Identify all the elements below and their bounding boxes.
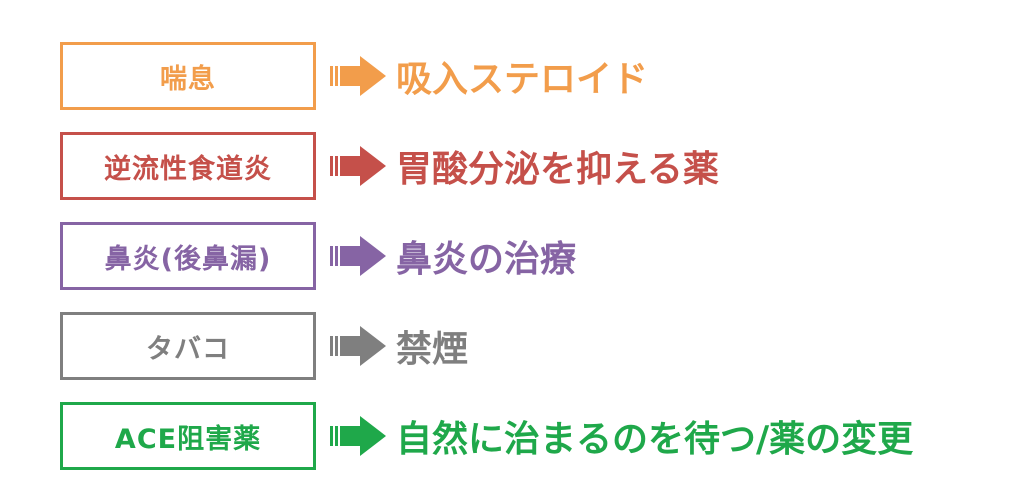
cause-label: タバコ bbox=[146, 333, 230, 365]
row-tobacco: タバコ 禁煙 bbox=[0, 312, 1024, 380]
treatment-label: 吸入ステロイド bbox=[396, 59, 649, 100]
right-arrow-icon bbox=[330, 56, 386, 96]
cause-label: 鼻炎(後鼻漏) bbox=[104, 243, 272, 275]
cause-label: ACE阻害薬 bbox=[114, 423, 262, 455]
right-arrow-icon bbox=[330, 146, 386, 186]
row-asthma: 喘息 吸入ステロイド bbox=[0, 42, 1024, 110]
cause-box-asthma: 喘息 bbox=[60, 42, 316, 110]
treatment-label: 自然に治まるのを待つ/薬の変更 bbox=[396, 419, 914, 460]
row-reflux-esophagitis: 逆流性食道炎 胃酸分泌を抑える薬 bbox=[0, 132, 1024, 200]
cause-box-rhinitis: 鼻炎(後鼻漏) bbox=[60, 222, 316, 290]
cause-box-tobacco: タバコ bbox=[60, 312, 316, 380]
cause-box-ace-inhibitor: ACE阻害薬 bbox=[60, 402, 316, 470]
right-arrow-icon bbox=[330, 416, 386, 456]
treatment-label: 禁煙 bbox=[396, 329, 469, 370]
row-ace-inhibitor: ACE阻害薬 自然に治まるのを待つ/薬の変更 bbox=[0, 402, 1024, 470]
row-rhinitis: 鼻炎(後鼻漏) 鼻炎の治療 bbox=[0, 222, 1024, 290]
cause-label: 喘息 bbox=[160, 63, 216, 95]
treatment-label: 胃酸分泌を抑える薬 bbox=[396, 149, 719, 190]
right-arrow-icon bbox=[330, 236, 386, 276]
right-arrow-icon bbox=[330, 326, 386, 366]
cause-label: 逆流性食道炎 bbox=[104, 153, 272, 185]
treatment-label: 鼻炎の治療 bbox=[396, 239, 577, 280]
cause-box-reflux-esophagitis: 逆流性食道炎 bbox=[60, 132, 316, 200]
